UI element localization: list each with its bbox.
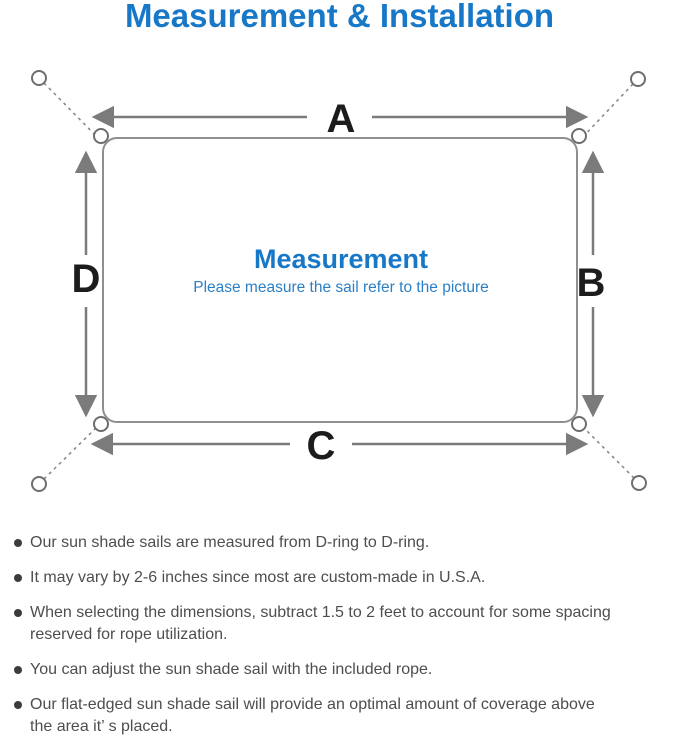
list-item: It may vary by 2-6 inches since most are… bbox=[0, 567, 679, 589]
list-item: Our sun shade sails are measured from D-… bbox=[0, 532, 679, 554]
anchor-point-icon-bottom-left bbox=[31, 476, 47, 492]
list-item: Our flat-edged sun shade sail will provi… bbox=[0, 694, 679, 738]
d-ring-icon-bottom-left bbox=[93, 416, 109, 432]
note-text: It may vary by 2-6 inches since most are… bbox=[30, 569, 486, 586]
rope-line-bottom-right bbox=[579, 423, 635, 479]
note-text: Our flat-edged sun shade sail will provi… bbox=[30, 696, 595, 735]
bullet-icon bbox=[14, 574, 22, 582]
rope-line-bottom-left bbox=[43, 423, 101, 480]
dimension-label-c: C bbox=[307, 424, 336, 468]
anchor-point-icons bbox=[31, 70, 647, 492]
list-item: You can adjust the sun shade sail with t… bbox=[0, 659, 679, 681]
d-ring-icon-top-right bbox=[571, 128, 587, 144]
note-text: When selecting the dimensions, subtract … bbox=[30, 604, 611, 643]
d-ring-icons bbox=[93, 128, 587, 432]
note-text: You can adjust the sun shade sail with t… bbox=[30, 661, 433, 678]
bullet-icon bbox=[14, 539, 22, 547]
bullet-icon bbox=[14, 666, 22, 674]
bullet-icon bbox=[14, 701, 22, 709]
dimension-label-d: D bbox=[72, 257, 101, 301]
notes-list: Our sun shade sails are measured from D-… bbox=[0, 532, 679, 739]
page-title: Measurement & Installation bbox=[124, 0, 555, 34]
anchor-point-icon-top-right bbox=[630, 71, 646, 87]
measurement-heading: Measurement bbox=[254, 244, 428, 274]
d-ring-icon-top-left bbox=[93, 128, 109, 144]
dimension-label-a: A bbox=[327, 97, 356, 141]
note-text: Our sun shade sails are measured from D-… bbox=[30, 534, 430, 551]
d-ring-icon-bottom-right bbox=[571, 416, 587, 432]
dimension-arrows bbox=[74, 105, 605, 456]
anchor-point-icon-top-left bbox=[31, 70, 47, 86]
list-item: When selecting the dimensions, subtract … bbox=[0, 602, 679, 646]
dimension-label-b: B bbox=[577, 261, 606, 305]
bullet-icon bbox=[14, 609, 22, 617]
rope-line-top-left bbox=[43, 82, 101, 141]
sail-outline bbox=[102, 137, 578, 423]
measurement-subtitle: Please measure the sail refer to the pic… bbox=[193, 279, 489, 296]
rope-line-top-right bbox=[579, 83, 634, 141]
measurement-diagram: A B C D Measurement Please measure the s… bbox=[31, 70, 647, 492]
anchor-point-icon-bottom-right bbox=[631, 475, 647, 491]
